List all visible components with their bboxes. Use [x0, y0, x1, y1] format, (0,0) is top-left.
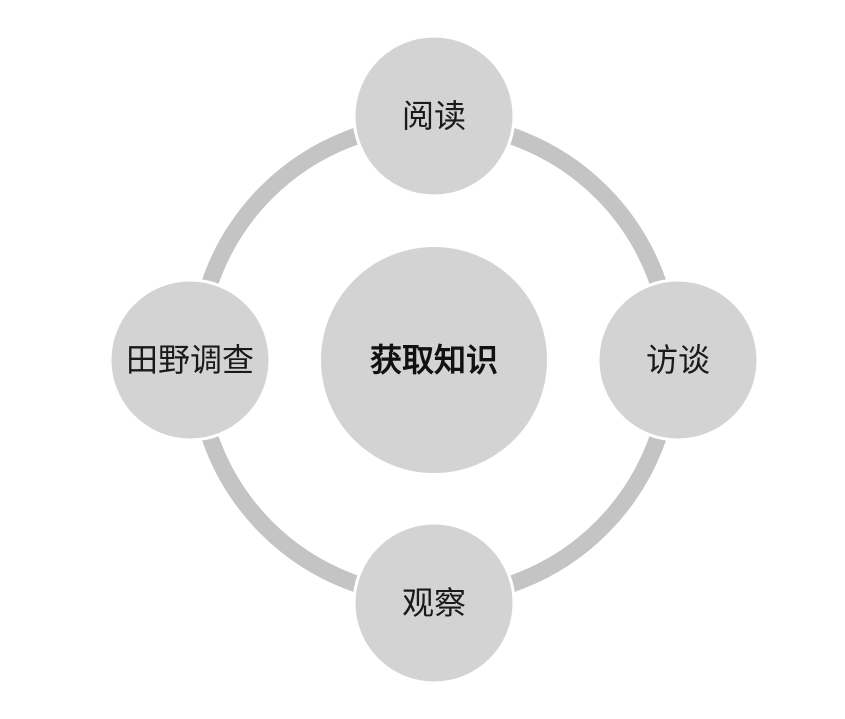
- node-bottom-label: 观察: [402, 584, 466, 622]
- center-node: 获取知识: [319, 245, 549, 475]
- node-left: 田野调查: [108, 278, 272, 442]
- center-label: 获取知识: [370, 341, 498, 379]
- node-right-circle: [596, 278, 760, 442]
- node-left-label: 田野调查: [126, 341, 254, 379]
- node-bottom: 观察: [352, 521, 516, 685]
- center-circle: [319, 245, 549, 475]
- node-right: 访谈: [596, 278, 760, 442]
- node-top: 阅读: [352, 34, 516, 198]
- node-left-circle: [108, 278, 272, 442]
- node-top-circle: [352, 34, 516, 198]
- node-bottom-circle: [352, 521, 516, 685]
- node-top-label: 阅读: [402, 97, 466, 135]
- node-right-label: 访谈: [646, 341, 710, 379]
